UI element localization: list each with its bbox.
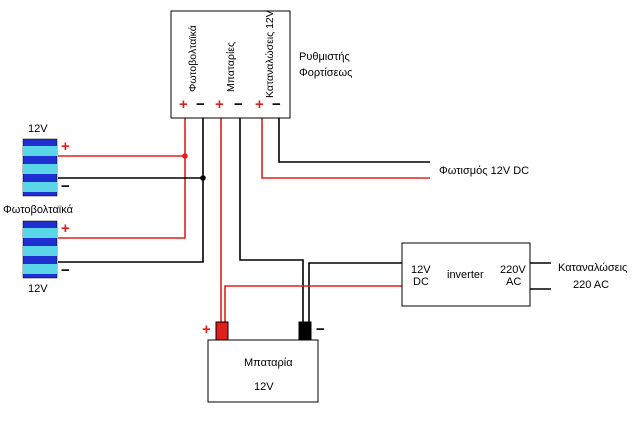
- controller-load-plus-sign: +: [255, 96, 264, 113]
- controller-title-line2: Φορτίσεως: [299, 67, 352, 79]
- controller-terminal-load-label: Καταναλώσεις 12V: [264, 10, 276, 98]
- load-positive-wire: [261, 118, 430, 179]
- inverter-output-line1: 220V: [500, 264, 526, 276]
- inverter-input-line2: DC: [413, 276, 429, 288]
- controller-terminal-pv-label: Φωτοβολταϊκά: [187, 25, 199, 92]
- controller-pv-minus-sign: −: [196, 96, 205, 113]
- inverter-name: inverter: [447, 269, 484, 281]
- lighting-label: Φωτισμός 12V DC: [439, 165, 529, 177]
- controller-pv-plus-sign: +: [179, 96, 188, 113]
- panel-top-voltage-label: 12V: [28, 123, 48, 135]
- battery-negative-wire: [239, 118, 304, 322]
- controller-battery-minus-sign: −: [234, 96, 243, 113]
- panel-name-label: Φωτοβολταϊκά: [3, 204, 74, 216]
- battery-plus-sign: +: [202, 321, 211, 338]
- inverter-output-line2: AC: [506, 276, 521, 288]
- solar-panel-1: [22, 138, 58, 197]
- solar-panel-2: [22, 220, 58, 279]
- controller-battery-plus-sign: +: [215, 96, 224, 113]
- positive-junction: [182, 153, 188, 159]
- battery-minus-sign: −: [316, 321, 325, 338]
- inverter-positive-wire: [224, 285, 402, 322]
- panel2-negative-wire: [58, 178, 204, 263]
- battery-voltage-label: 12V: [254, 381, 274, 393]
- consumers-label-line2: 220 AC: [573, 279, 609, 291]
- panel-bottom-voltage-label: 12V: [28, 283, 48, 295]
- inverter-input-line1: 12V: [411, 264, 431, 276]
- battery-name-label: Μπαταρία: [244, 357, 293, 369]
- negative-junction: [200, 175, 206, 181]
- load-negative-wire: [278, 118, 430, 163]
- charge-controller-box: [170, 10, 291, 119]
- panel1-positive-wire: [58, 118, 186, 157]
- battery-positive-terminal: [215, 321, 229, 341]
- panel1-minus-sign: −: [61, 178, 70, 195]
- panel1-plus-sign: +: [61, 138, 70, 155]
- controller-title-line1: Ρυθμιστής: [299, 51, 350, 63]
- panel1-negative-wire: [58, 118, 204, 179]
- inverter-box: [401, 242, 531, 307]
- controller-terminal-battery-label: Μπαταρίες: [225, 42, 237, 92]
- panel2-minus-sign: −: [61, 262, 70, 279]
- panel2-positive-wire: [58, 156, 186, 239]
- battery-negative-terminal: [298, 321, 312, 341]
- panel2-plus-sign: +: [61, 220, 70, 237]
- inverter-negative-wire: [308, 262, 402, 322]
- battery-box: [207, 339, 319, 403]
- consumers-label-line1: Καταναλώσεις: [558, 262, 627, 274]
- controller-load-minus-sign: −: [272, 96, 281, 113]
